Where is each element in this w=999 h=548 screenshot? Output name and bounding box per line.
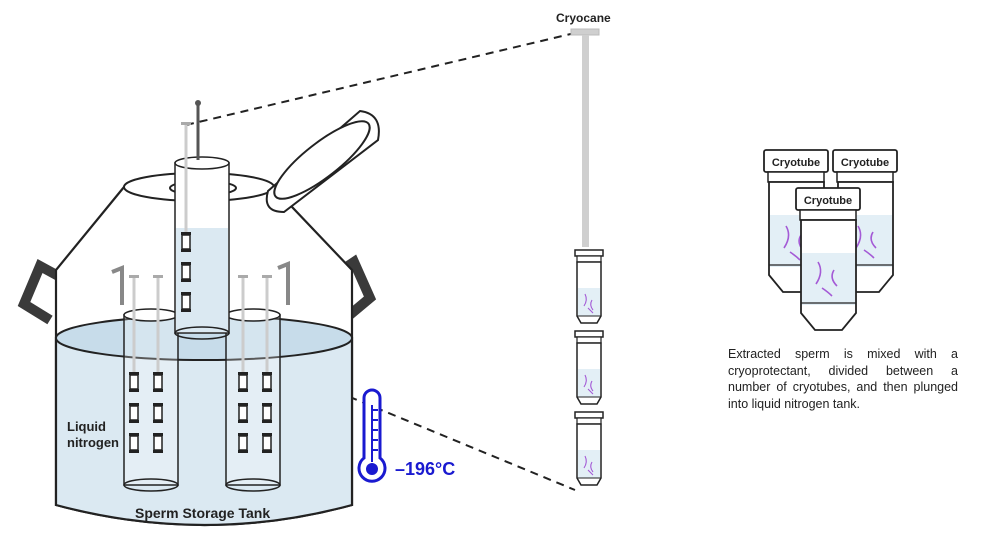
canister-center: [174, 100, 230, 340]
cryotube-left-label: Cryotube: [772, 157, 820, 169]
thermometer-icon: [357, 388, 387, 483]
tank-lid: [265, 109, 380, 214]
canister-right: [225, 308, 281, 492]
cane-tube-1: [574, 249, 604, 324]
left-handle: [17, 258, 65, 325]
caption-text: Extracted sperm is mixed with a cryoprot…: [728, 347, 958, 411]
temperature-label: –196°C: [395, 459, 455, 479]
tank-canes-left: [111, 265, 164, 454]
cryotube-group: Cryotube Cryotube Cryotube: [763, 149, 898, 331]
liquid-nitrogen-label-line1: Liquid: [67, 419, 106, 434]
canister-left: [123, 308, 179, 492]
cryocane-label: Cryocane: [556, 11, 611, 25]
cryotube-right-label: Cryotube: [841, 157, 889, 169]
cane-tube-3: [574, 411, 604, 486]
cryotube-front: Cryotube: [795, 187, 861, 331]
cryocane: Cryocane: [556, 11, 611, 486]
zoom-connector-lines: [185, 32, 576, 491]
liquid-nitrogen-label-line2: nitrogen: [67, 435, 119, 450]
tank-canes-right: [237, 261, 290, 454]
cryotube-front-label: Cryotube: [804, 195, 852, 207]
cane-tube-2: [574, 330, 604, 405]
tank-label: Sperm Storage Tank: [135, 505, 270, 521]
storage-tank: Liquid nitrogen Sperm Storage Tank: [17, 100, 380, 527]
